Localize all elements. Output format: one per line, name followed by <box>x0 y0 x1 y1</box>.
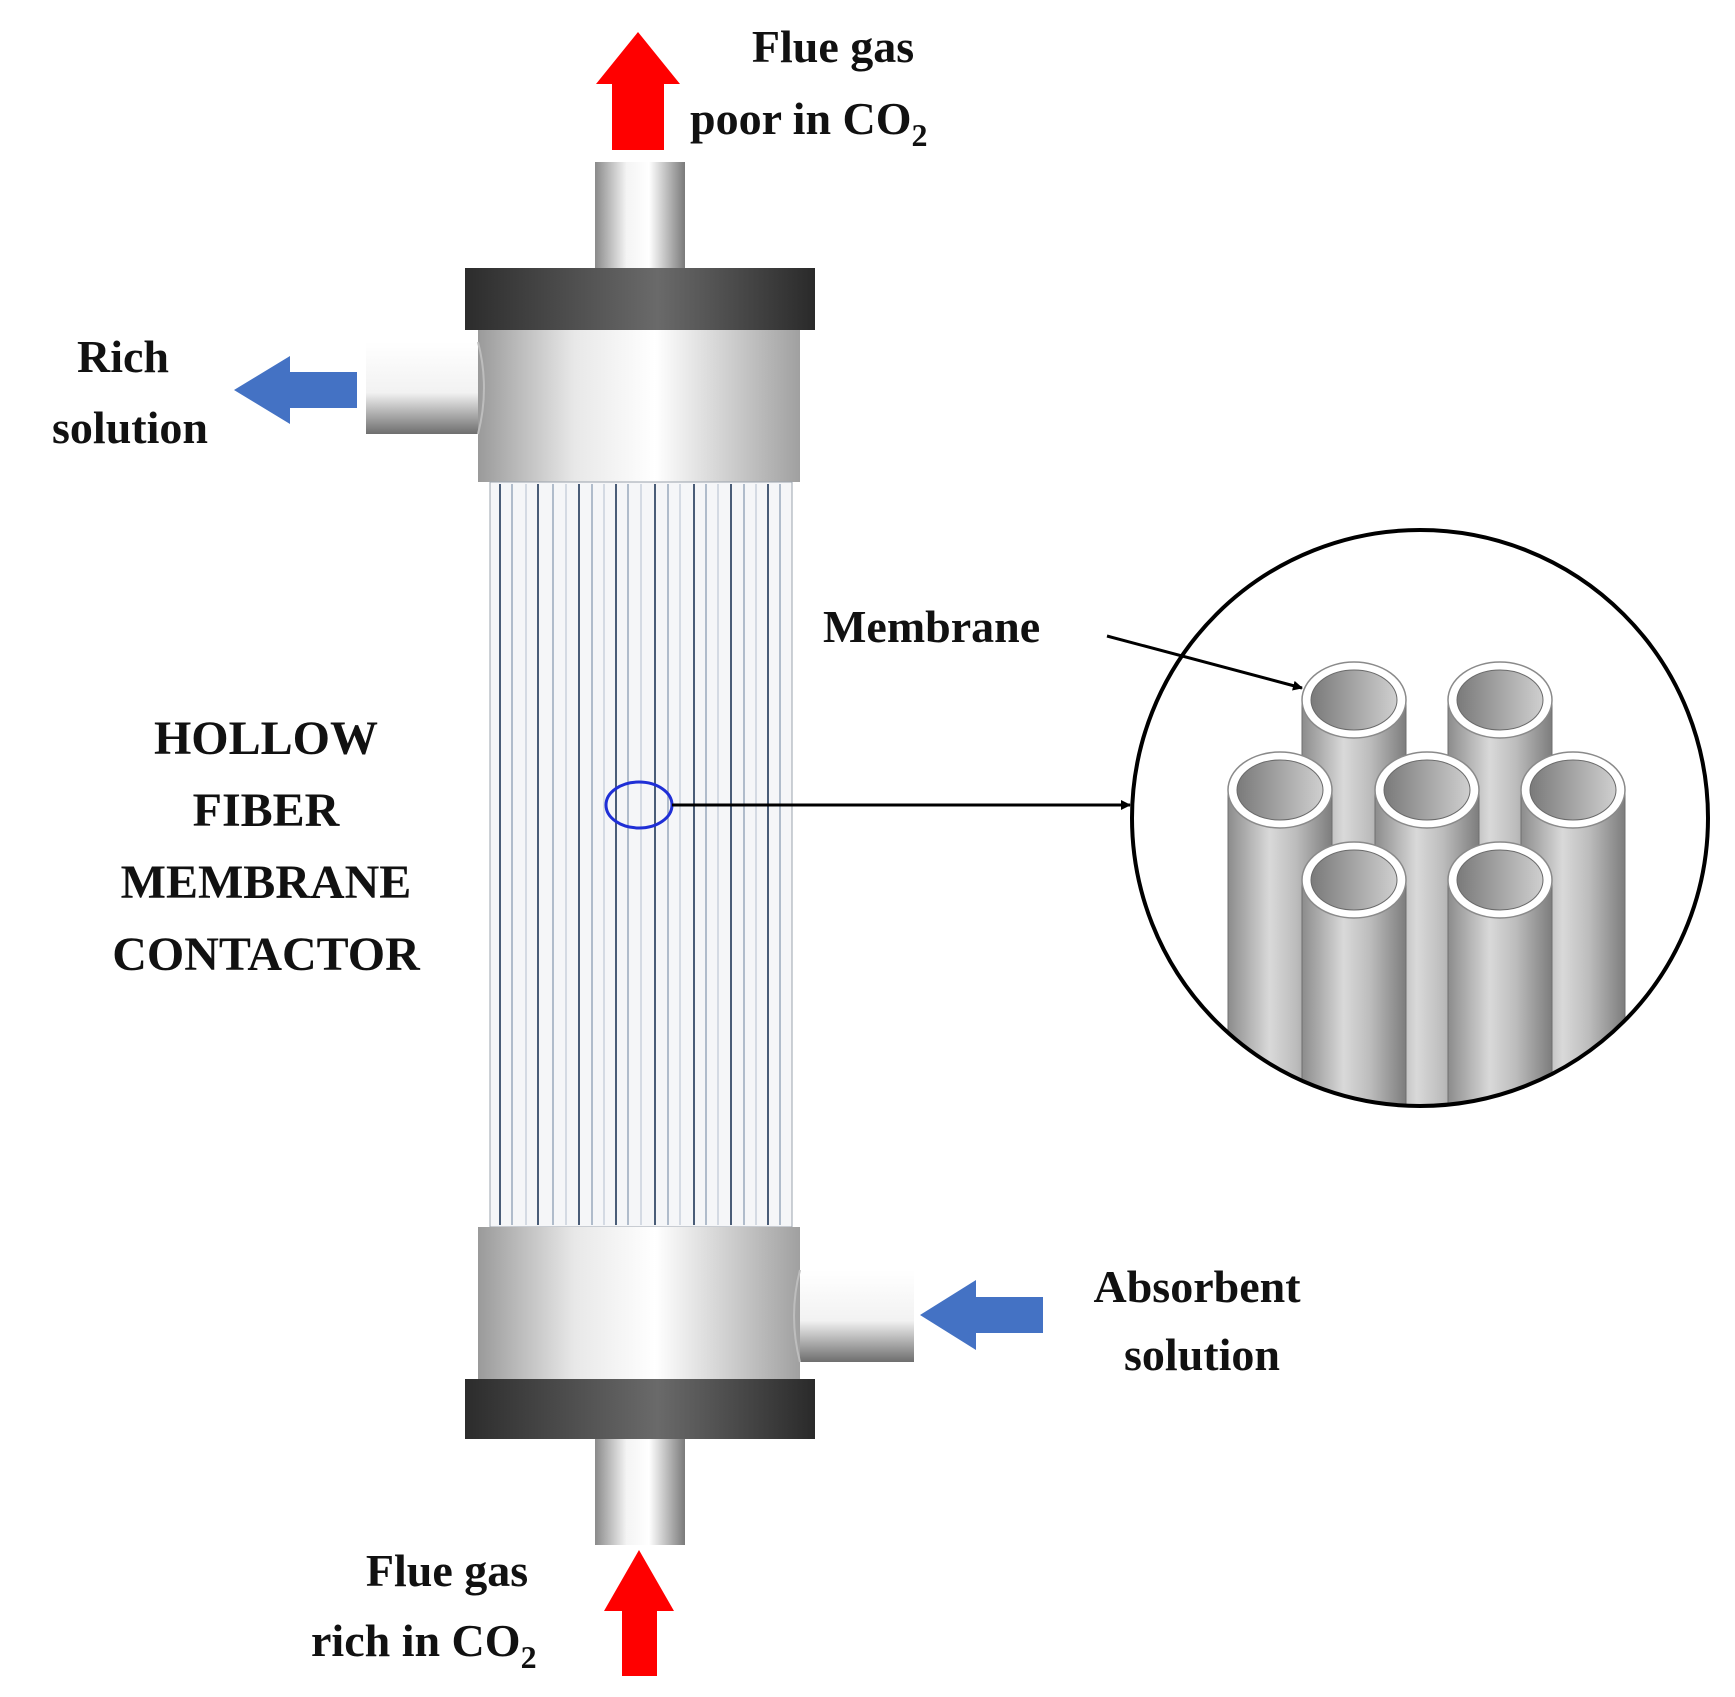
top-gas-outlet <box>595 32 685 270</box>
absorbent-nozzle <box>800 1270 914 1362</box>
top-outlet-pipe <box>595 162 685 270</box>
labels: Flue gas poor in CO2 Rich solution HOLLO… <box>52 21 1301 1675</box>
rich-label-line1: Rich <box>77 331 169 382</box>
absorbent-label-line1: Absorbent <box>1093 1261 1301 1312</box>
top-end-cap <box>465 268 815 330</box>
top-outlet-label-line1: Flue gas <box>752 21 914 72</box>
gas-out-arrow-icon <box>596 32 680 150</box>
zoom-detail <box>1106 528 1710 1108</box>
hollow-fiber-tube <box>1447 841 1553 1106</box>
gas-in-arrow-icon <box>604 1550 674 1676</box>
bottom-end-cap <box>465 1379 815 1439</box>
hollow-fiber-tubes <box>1227 661 1626 1106</box>
title-line2: FIBER <box>193 784 341 837</box>
membrane-label: Membrane <box>823 601 1040 652</box>
absorbent-in-arrow-icon <box>920 1280 1043 1350</box>
bottom-inlet-pipe <box>595 1439 685 1545</box>
bottom-gas-inlet <box>595 1439 685 1676</box>
top-header <box>234 268 815 482</box>
zoom-circle-border <box>1130 528 1710 1108</box>
absorbent-label-line2: solution <box>1124 1329 1280 1380</box>
title-line4: CONTACTOR <box>112 928 421 981</box>
bottom-header <box>465 1227 1043 1439</box>
rich-solution-nozzle <box>366 342 478 434</box>
fiber-bundle <box>489 481 1131 1228</box>
membrane-pointer-line <box>1106 634 1303 691</box>
hollow-fiber-tube <box>1301 841 1407 1106</box>
rich-label-line2: solution <box>52 402 208 453</box>
top-header-body <box>478 330 800 482</box>
top-outlet-label-line2: poor in CO2 <box>690 93 928 153</box>
rich-out-arrow-icon <box>234 356 357 424</box>
title-line3: MEMBRANE <box>121 856 412 909</box>
bottom-inlet-label-line1: Flue gas <box>366 1545 528 1596</box>
title-line1: HOLLOW <box>154 712 378 765</box>
bottom-header-body <box>478 1227 800 1379</box>
bottom-inlet-label-line2: rich in CO2 <box>311 1615 537 1675</box>
fiber-lines <box>499 484 781 1225</box>
